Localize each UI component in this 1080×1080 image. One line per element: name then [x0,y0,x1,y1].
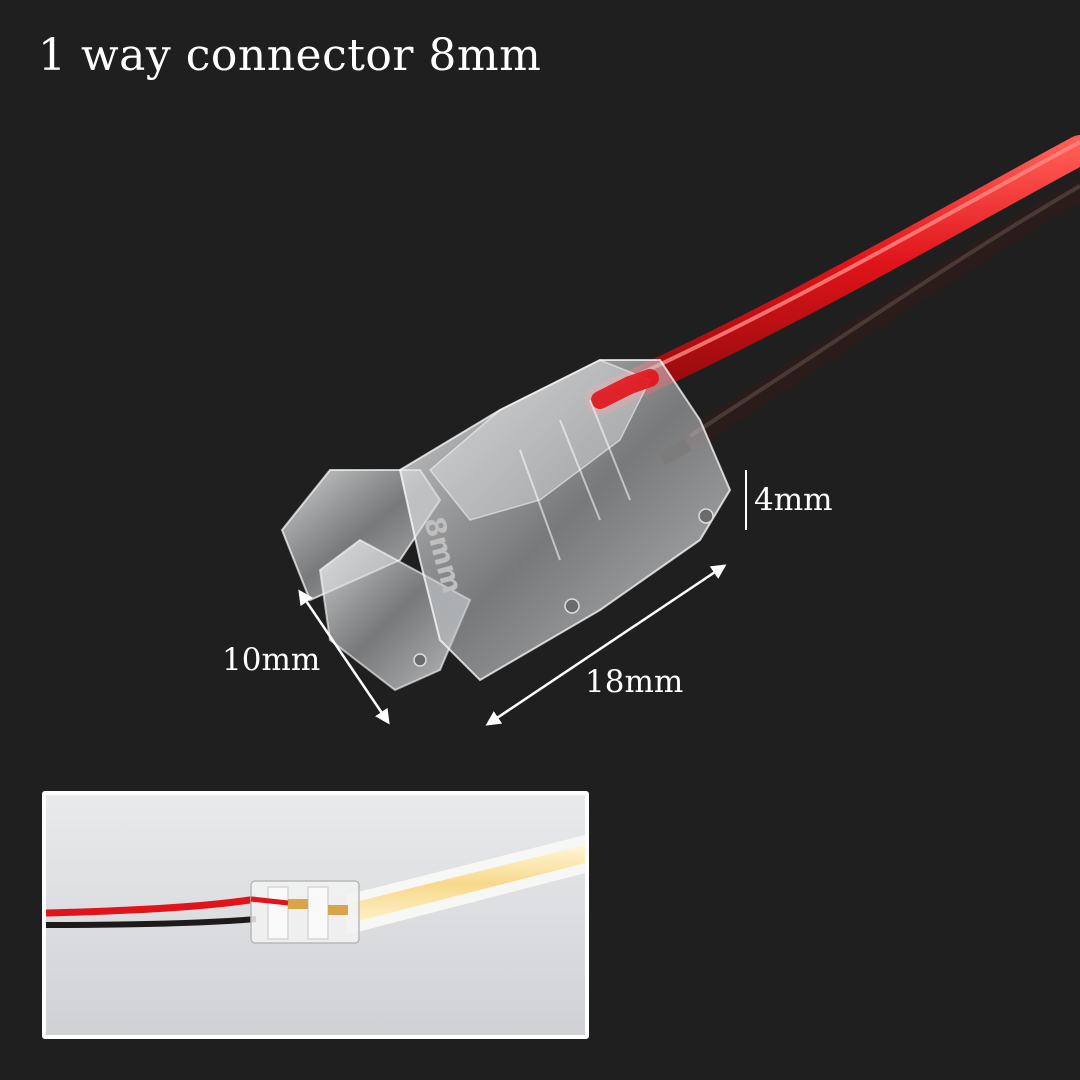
page-title: 1 way connector 8mm [38,30,542,81]
black-wire [679,179,1080,451]
width-dimension-line [298,589,390,725]
inset-connector [250,880,360,944]
inset-black-wire [46,916,257,928]
width-label: 10mm [222,642,321,678]
led-strip-photo [46,795,585,1035]
inset-photo [42,791,589,1039]
length-label: 18mm [585,664,684,700]
height-label: 4mm [754,482,833,518]
inset-red-wire [46,895,257,917]
connector-body: 8mm [280,359,732,692]
length-dimension-line [485,564,727,726]
red-wire [585,135,1080,415]
